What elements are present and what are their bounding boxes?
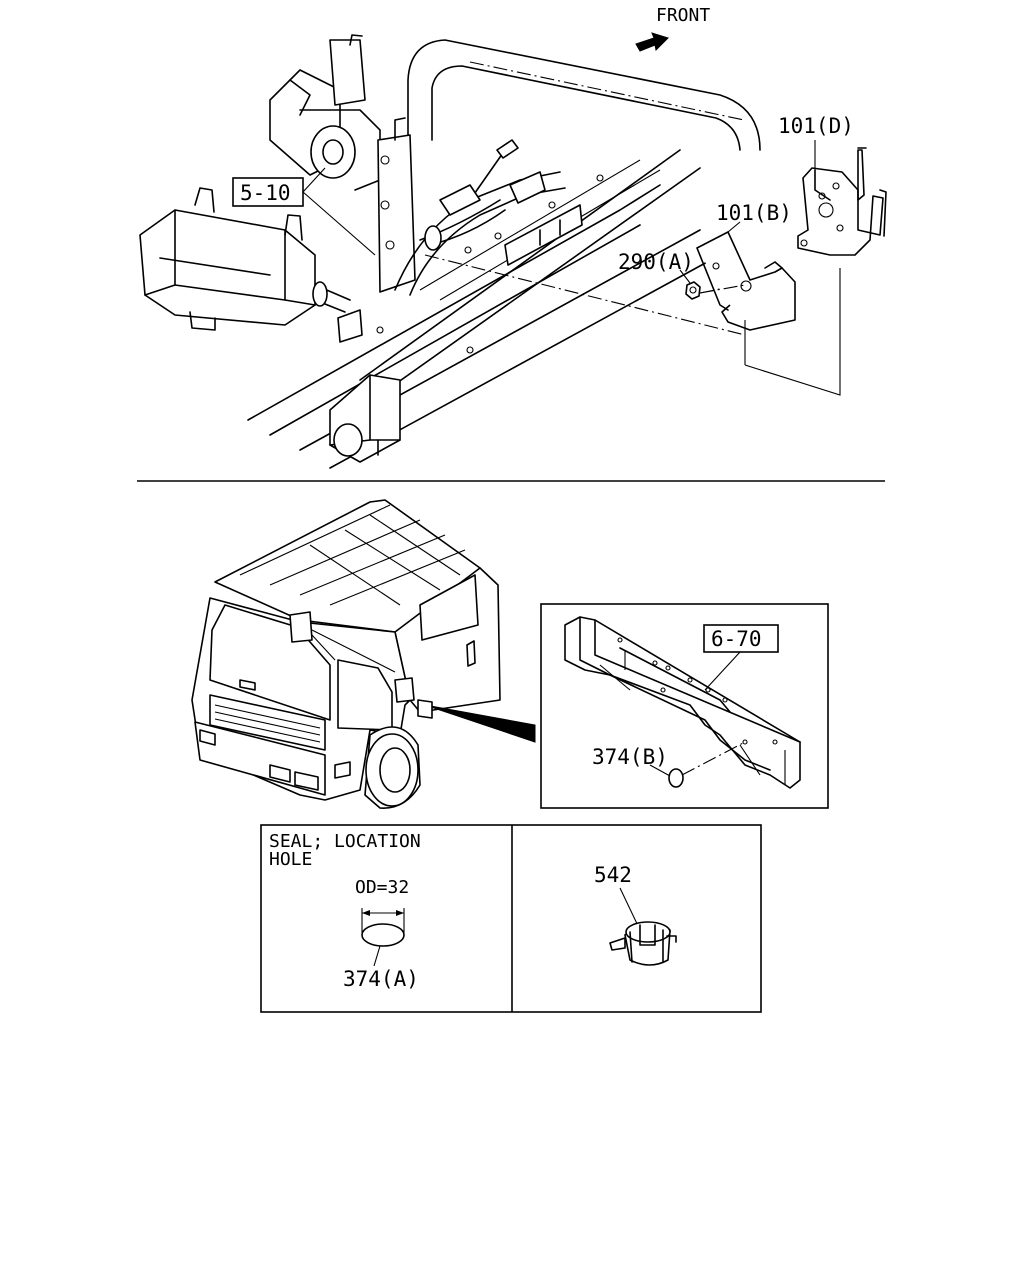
chassis-frame-drawing [139, 34, 761, 469]
ref-5-10-box: 5-10 [232, 167, 376, 256]
part-374b-label: 374(B) [592, 745, 668, 769]
front-label: FRONT [656, 5, 710, 26]
part-101b-label: 101(B) [716, 201, 792, 225]
bracket-101b [696, 221, 796, 365]
od-dimension-label: OD=32 [355, 877, 409, 898]
bracket-101d [744, 140, 887, 396]
clip-542-icon [609, 887, 677, 966]
front-arrow-icon [635, 32, 669, 52]
part-290a-label: 290(A) [618, 250, 694, 274]
seal-title-line2: HOLE [269, 849, 312, 870]
seal-title-line1: SEAL; LOCATION [269, 831, 421, 852]
parts-table [260, 824, 762, 1013]
part-374a-label: 374(A) [343, 967, 419, 991]
ref-6-70-label: 6-70 [711, 627, 762, 651]
truck-cab-drawing [191, 499, 536, 809]
ref-5-10-label: 5-10 [240, 181, 291, 205]
part-542-label: 542 [594, 863, 632, 887]
seal-374a-icon [361, 908, 405, 967]
inset-frame-detail [540, 603, 829, 809]
nut-290a [679, 269, 701, 300]
part-101d-label: 101(D) [778, 114, 854, 138]
